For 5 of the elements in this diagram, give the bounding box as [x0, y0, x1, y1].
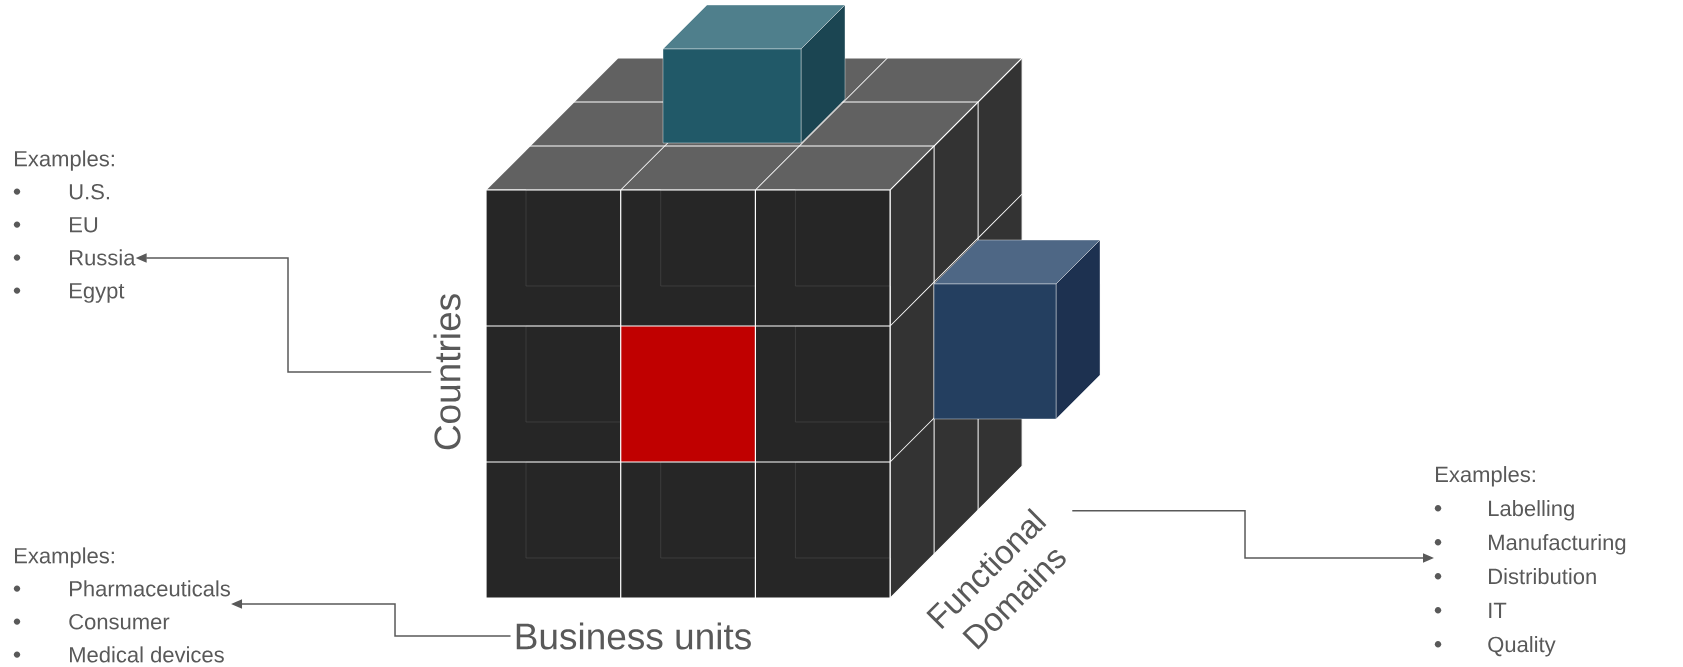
axis-label: Countries: [433, 294, 461, 450]
bullet-list: Examples: Pharmaceuticals Consumer Medical devices: [15, 547, 230, 663]
bullet-list: Examples: U.S. EU Russia Egypt: [15, 150, 136, 303]
bullet-list: Examples: Labelling Manufacturing Distribution IT Quality: [1436, 466, 1626, 657]
axis-label: Business units: [516, 622, 751, 650]
